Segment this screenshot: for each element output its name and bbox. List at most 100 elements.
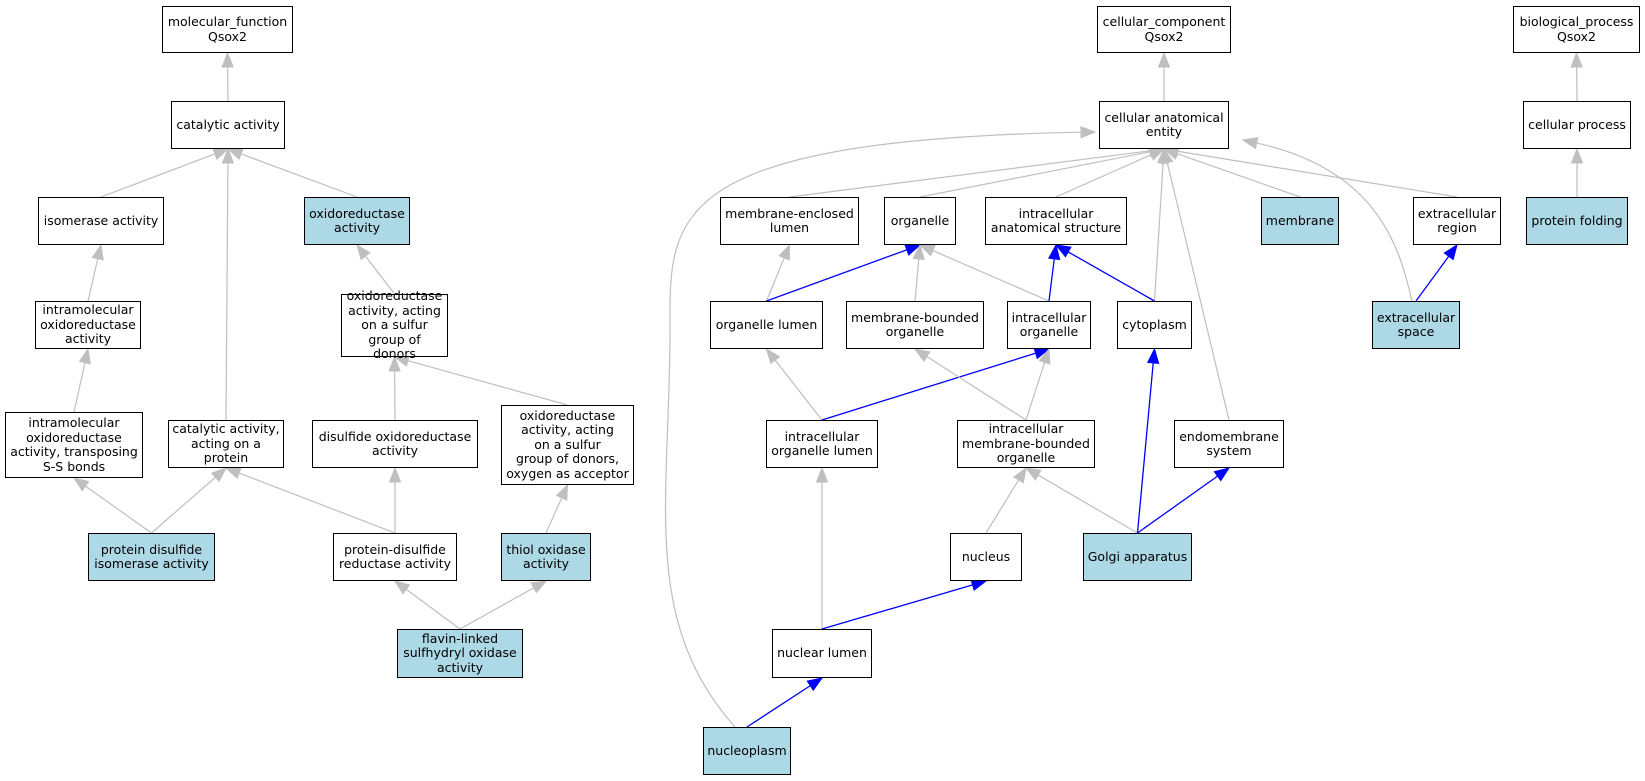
edge-nucleoplasm-to-nuclear_lumen (746, 684, 812, 728)
edge-endomembrane-to-cae (1166, 161, 1230, 421)
arrowhead-nucleoplasm-to-cae (1080, 126, 1097, 139)
arrowhead-ox_sulfur-to-oxidoreductase (356, 243, 371, 261)
arrowhead-imbo-to-intra_org (1038, 347, 1051, 365)
node-disulfide-oxidoreductase-activity: disulfide oxidoreductase activity (312, 420, 478, 468)
arrowhead-intra_org-to-ias (1048, 243, 1061, 261)
edge-pdi-to-intramol_ss (84, 485, 152, 534)
arrowhead-nucleus-to-imbo (1013, 466, 1027, 484)
node-organelle-lumen: organelle lumen (710, 301, 823, 349)
node-cellular-component-root: cellular_component Qsox2 (1097, 6, 1231, 53)
edge-pdr-to-cat_protein (237, 472, 396, 534)
edge-flavin-to-pdr (405, 588, 461, 630)
edge-mbo-to-organelle (914, 257, 920, 302)
arrowhead-intramol_ss-to-intramol_ox (78, 347, 91, 365)
edge-intramol_ox-to-isomerase (87, 257, 99, 302)
edge-ox_sulfur-to-oxidoreductase (364, 254, 395, 295)
edge-flavin-to-thiol_ox (459, 586, 535, 630)
edge-nucleus-to-imbo (985, 478, 1020, 534)
node-intramolecular-oxidoreductase-ss-bonds: intramolecular oxidoreductase activity, … (5, 412, 143, 478)
node-oxidoreductase-sulfur-oxygen-acceptor: oxidoreductase activity, acting on a sul… (501, 405, 634, 485)
arrowhead-golgi-to-cytoplasm (1146, 347, 1160, 365)
arrowhead-golgi-to-imbo (1024, 467, 1042, 481)
edge-oxidoreductase-to-catalytic (239, 152, 358, 198)
arrowhead-cell_process-to-bp_root (1570, 51, 1583, 68)
node-catalytic-activity-on-protein: catalytic activity, acting on a protein (168, 420, 284, 468)
node-extracellular-space: extracellular space (1372, 301, 1460, 349)
edge-isomerase-to-catalytic (100, 153, 217, 198)
arrowhead-iol-to-organelle_lumen (765, 347, 781, 365)
node-membrane-bounded-organelle: membrane-bounded organelle (846, 301, 984, 349)
edge-intra_org-to-ias (1048, 257, 1056, 302)
node-nucleus: nucleus (950, 533, 1022, 581)
node-oxidoreductase-sulfur-donors: oxidoreductase activity, acting on a sul… (341, 289, 448, 361)
arrowhead-pdi-to-intramol_ss (72, 477, 90, 492)
edge-iol-to-intra_org (821, 352, 1037, 421)
node-golgi-apparatus: Golgi apparatus (1083, 533, 1192, 581)
arrowhead-pdi-to-cat_protein (210, 467, 228, 483)
arrowhead-intra_org-to-organelle (918, 244, 936, 257)
arrowhead-ias-to-cae (1148, 148, 1166, 161)
node-nuclear-lumen: nuclear lumen (772, 629, 872, 678)
edge-ox_sulfur_o2-to-ox_sulfur (406, 359, 568, 406)
node-protein-disulfide-isomerase-activity: protein disulfide isomerase activity (88, 533, 215, 581)
node-molecular-function-root: molecular_function Qsox2 (162, 6, 293, 53)
arrowhead-nuclear_lumen-to-iol (815, 466, 829, 483)
edge-intra_org-to-organelle (931, 249, 1050, 302)
edge-mel-to-cae (789, 150, 1152, 198)
node-intracellular-organelle: intracellular organelle (1007, 301, 1091, 349)
node-biological-process-root: biological_process Qsox2 (1513, 6, 1640, 53)
arrowhead-extracellular_space-to-extracellular_region (1443, 243, 1458, 261)
edge-nuclear_lumen-to-nucleus (821, 584, 974, 630)
node-intramolecular-oxidoreductase-activity: intramolecular oxidoreductase activity (35, 301, 141, 349)
edge-iol-to-organelle_lumen (774, 358, 823, 421)
arrowhead-pdr-to-disulfide_ox (388, 466, 402, 483)
arrowhead-mbo-to-organelle (912, 243, 925, 260)
edge-intramol_ss-to-intramol_ox (73, 361, 86, 413)
arrowhead-flavin-to-pdr (393, 580, 411, 595)
edge-extracellular_region-to-cae (1176, 150, 1458, 198)
edge-golgi-to-cytoplasm (1136, 361, 1154, 534)
arrowhead-imbo-to-mbo (913, 348, 931, 363)
node-isomerase-activity: isomerase activity (38, 197, 164, 245)
node-intracellular-membrane-bounded-organelle: intracellular membrane-bounded organelle (957, 420, 1095, 468)
node-intracellular-organelle-lumen: intracellular organelle lumen (766, 420, 878, 468)
arrowhead-cat_protein-to-catalytic (221, 147, 235, 164)
edge-extracellular_space-to-extracellular_region (1415, 255, 1450, 302)
node-cytoplasm: cytoplasm (1117, 301, 1192, 349)
arrowhead-flavin-to-thiol_ox (530, 580, 548, 594)
node-endomembrane-system: endomembrane system (1174, 420, 1284, 468)
edge-extracellular_space-to-cae (1255, 142, 1413, 302)
edge-imbo-to-mbo (925, 355, 1027, 421)
node-thiol-oxidase-activity: thiol oxidase activity (501, 533, 591, 581)
arrowhead-disulfide_ox-to-ox_sulfur (388, 355, 401, 372)
edge-cytoplasm-to-ias (1066, 250, 1155, 302)
arrowhead-cae-to-cc_root (1157, 51, 1171, 68)
edge-cytoplasm-to-cae (1153, 161, 1164, 302)
node-flavin-linked-sulfhydryl-oxidase-activity: flavin-linked sulfhydryl oxidase activit… (397, 629, 523, 678)
edge-nucleoplasm-to-cae (664, 131, 1083, 728)
arrowhead-protein_folding-to-cell_process (1570, 147, 1584, 164)
edge-membrane-to-cae (1176, 152, 1301, 198)
node-membrane-enclosed-lumen: membrane-enclosed lumen (720, 197, 859, 245)
arrowhead-golgi-to-endomembrane (1213, 467, 1231, 482)
arrowhead-extracellular_space-to-cae (1241, 137, 1259, 150)
arrowhead-thiol_ox-to-ox_sulfur_o2 (555, 483, 569, 501)
node-intracellular-anatomical-structure: intracellular anatomical structure (985, 197, 1127, 245)
edge-golgi-to-imbo (1036, 474, 1138, 534)
edge-ias-to-cae (1055, 153, 1153, 198)
arrowhead-intramol_ox-to-isomerase (91, 243, 104, 261)
arrowhead-pdr-to-cat_protein (224, 467, 242, 480)
arrowhead-nucleoplasm-to-nuclear_lumen (806, 677, 824, 692)
node-organelle: organelle (884, 197, 956, 245)
node-membrane: membrane (1261, 197, 1339, 245)
node-extracellular-region: extracellular region (1413, 197, 1501, 245)
edge-organelle-to-cae (919, 150, 1152, 198)
node-cellular-anatomical-entity: cellular anatomical entity (1099, 101, 1229, 149)
arrowhead-endomembrane-to-cae (1161, 147, 1174, 165)
edge-pdi-to-cat_protein (151, 476, 217, 534)
node-nucleoplasm: nucleoplasm (703, 727, 791, 775)
edge-golgi-to-endomembrane (1137, 474, 1219, 534)
node-cellular-process: cellular process (1523, 101, 1631, 149)
edge-organelle_lumen-to-mel (765, 256, 786, 302)
arrowhead-cytoplasm-to-ias (1054, 244, 1072, 258)
